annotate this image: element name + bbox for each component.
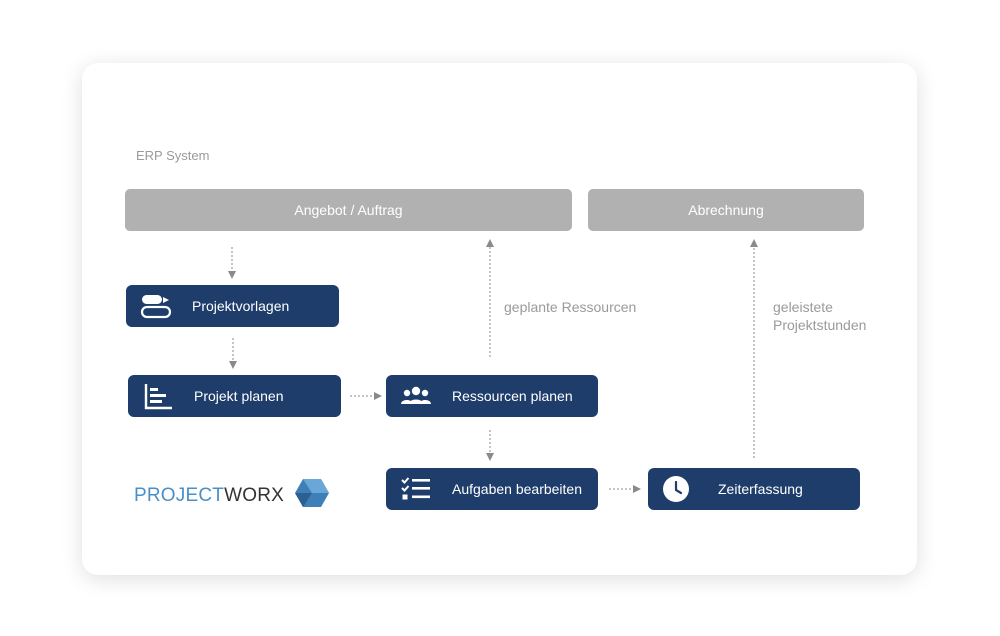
zeiterfassung-label: Zeiterfassung	[718, 481, 803, 497]
projekt-planen-label: Projekt planen	[194, 388, 284, 404]
gantt-chart-icon	[140, 381, 176, 411]
geleistete-line1: geleistete	[773, 299, 833, 315]
abrechnung-label: Abrechnung	[688, 202, 764, 218]
angebot-auftrag-box: Angebot / Auftrag	[125, 189, 572, 231]
geleistete-projektstunden-annotation: geleistete Projektstunden	[773, 298, 866, 334]
logo-text-worx: WORX	[224, 484, 284, 506]
template-icon	[138, 291, 174, 321]
projektvorlagen-box: Projektvorlagen	[126, 285, 339, 327]
projektvorlagen-label: Projektvorlagen	[192, 298, 290, 314]
aufgaben-bearbeiten-label: Aufgaben bearbeiten	[452, 481, 582, 497]
clock-icon	[660, 474, 696, 504]
hexagon-logo-icon	[294, 477, 330, 514]
logo-text-project: PROJECT	[134, 484, 225, 506]
ressourcen-planen-box: Ressourcen planen	[386, 375, 598, 417]
erp-system-label: ERP System	[136, 148, 210, 163]
geplante-ressourcen-annotation: geplante Ressourcen	[504, 299, 637, 315]
task-list-icon	[398, 474, 434, 504]
angebot-auftrag-label: Angebot / Auftrag	[294, 202, 403, 218]
abrechnung-box: Abrechnung	[588, 189, 864, 231]
aufgaben-bearbeiten-box: Aufgaben bearbeiten	[386, 468, 598, 510]
projekt-planen-box: Projekt planen	[128, 375, 341, 417]
geleistete-line2: Projektstunden	[773, 317, 867, 333]
ressourcen-planen-label: Ressourcen planen	[452, 388, 573, 404]
zeiterfassung-box: Zeiterfassung	[648, 468, 860, 510]
users-icon	[398, 381, 434, 411]
